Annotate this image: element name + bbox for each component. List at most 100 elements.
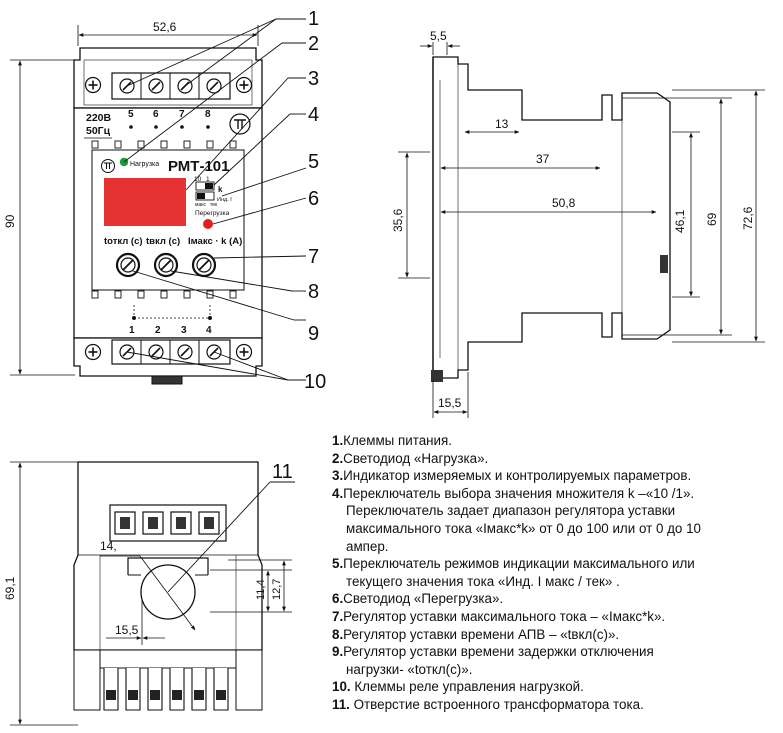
dim-width-label: 52,6 <box>153 20 177 34</box>
legend-text-cont: нагрузки- «tоткл(с)». <box>346 661 473 677</box>
callout-number: 10 <box>304 371 326 393</box>
overload-led-icon <box>203 219 213 229</box>
legend-text: Светодиод «Нагрузка». <box>343 450 489 466</box>
mount-screw-icon <box>84 76 102 94</box>
callout-number: 3 <box>308 68 319 90</box>
legend-text-cont: максимального тока «Iмакс*k» от 0 до 100… <box>346 520 701 536</box>
legend-num: 5. <box>332 556 344 572</box>
mount-screw-icon <box>235 76 253 94</box>
legend-text-cont: ампер. <box>346 538 389 554</box>
load-led-label: Нагрузка <box>130 161 159 168</box>
legend-num: 4. <box>332 485 344 501</box>
legend-text: Клеммы питания. <box>343 433 452 448</box>
legend-item: 10. Клеммы реле управления нагрузкой. <box>332 678 780 696</box>
legend-num: 10. <box>332 679 351 695</box>
knob-imax[interactable] <box>191 252 217 278</box>
callout-number: 11 <box>272 461 293 483</box>
dim-label: 11,4 <box>255 579 267 600</box>
legend-text-cont: текущего значения тока «Инд. I макс / те… <box>346 573 620 589</box>
legend-num: 2. <box>332 450 344 466</box>
callout-number: 7 <box>308 246 319 268</box>
switch-label-1: 1 <box>206 176 210 183</box>
terminal-number: 3 <box>181 325 187 336</box>
legend-text: Регулятор уставки максимального тока – «… <box>343 608 666 624</box>
front-view: 52,6 90 220В 50Гц 5 6 7 8 <box>3 8 326 393</box>
mount-screw-icon <box>84 343 102 361</box>
dim-label: 14, <box>100 539 117 553</box>
legend-item: 4.Переключатель выбора значения множител… <box>332 485 780 555</box>
knob-ton[interactable] <box>153 252 179 278</box>
side-view: 5,5 13 37 50,8 35,6 46,1 69 72,6 15,5 <box>391 29 765 418</box>
legend-text: Регулятор уставки времени задержки отклю… <box>343 644 654 660</box>
dim-height-label: 90 <box>3 214 17 228</box>
legend-item: 6.Светодиод «Перегрузка». <box>332 590 780 608</box>
switch-label-max: макс <box>195 202 206 208</box>
legend-text: Индикатор измеряемых и контролируемых па… <box>343 468 692 484</box>
knob-label-ton: tвкл (с) <box>146 236 180 247</box>
legend-text: Регулятор уставки времени АПВ – «tвкл(с)… <box>343 626 620 642</box>
legend-item: 5.Переключатель режимов индикации максим… <box>332 555 780 590</box>
bottom-view: 69,1 11,4 12,7 14, <box>3 461 295 726</box>
switch-label-k: k <box>218 185 223 194</box>
legend-num: 8. <box>332 626 344 642</box>
mount-screw-icon <box>235 343 253 361</box>
knob-label-toff: tоткл (с) <box>104 236 143 247</box>
dim-label: 15,5 <box>438 396 462 410</box>
switch-label-ind: Инд. I <box>217 197 232 203</box>
knob-toff[interactable] <box>115 252 141 278</box>
nt-logo-small-icon <box>101 159 115 173</box>
callout-number: 5 <box>308 151 319 173</box>
legend-num: 11. <box>332 696 350 712</box>
terminal-number: 7 <box>179 109 185 120</box>
switch-label-tek: тек <box>210 202 218 208</box>
callout-number: 4 <box>308 104 319 126</box>
callout-number: 6 <box>308 188 319 210</box>
legend-num: 9. <box>332 644 344 660</box>
legend-item: 2.Светодиод «Нагрузка». <box>332 450 780 468</box>
dim-label: 35,6 <box>391 208 405 232</box>
dim-label: 69,1 <box>3 576 17 600</box>
legend-num: 1. <box>332 433 344 448</box>
dim-label: 72,6 <box>741 206 755 230</box>
terminal-number: 2 <box>155 325 161 336</box>
dim-label: 15,5 <box>115 623 139 637</box>
freq-label: 50Гц <box>86 125 111 137</box>
terminal-number: 1 <box>129 325 135 336</box>
legend-item: 11. Отверстие встроенного трансформатора… <box>332 696 780 714</box>
dim-label: 69 <box>705 212 719 226</box>
overload-led-label: Перегрузка <box>195 210 230 217</box>
dim-label: 50,8 <box>552 196 576 210</box>
legend-list: 1.Клеммы питания. 2.Светодиод «Нагрузка»… <box>332 432 780 714</box>
terminal-number: 8 <box>205 109 211 120</box>
nt-logo-icon <box>229 113 251 135</box>
switch-label-10: 10 <box>194 176 202 183</box>
legend-text: Переключатель выбора значения множителя … <box>343 485 695 501</box>
dim-label: 12,7 <box>271 579 283 600</box>
dim-label: 46,1 <box>673 209 687 233</box>
dim-label: 13 <box>495 117 509 131</box>
callout-number: 2 <box>308 33 319 55</box>
callout-number: 1 <box>308 8 319 30</box>
legend-item: 7.Регулятор уставки максимального тока –… <box>332 608 780 626</box>
legend-text: Светодиод «Перегрузка». <box>343 591 504 607</box>
legend-text: Отверстие встроенного трансформатора ток… <box>349 696 644 712</box>
legend-num: 6. <box>332 591 344 607</box>
legend-num: 7. <box>332 608 344 624</box>
legend-item: 1.Клеммы питания. <box>332 432 780 450</box>
dim-label: 5,5 <box>430 29 447 43</box>
legend-text-cont: Переключатель задает диапазон регулятора… <box>346 503 676 519</box>
model-name: РМТ-101 <box>168 158 230 175</box>
display-indicator <box>104 178 186 226</box>
terminal-number: 6 <box>153 109 159 120</box>
knob-label-imax: Iмакс · k (A) <box>188 236 242 247</box>
dim-label: 37 <box>536 152 550 166</box>
legend-text: Переключатель режимов индикации максимал… <box>343 556 695 572</box>
voltage-label: 220В <box>86 112 112 124</box>
legend-text: Клеммы реле управления нагрузкой. <box>350 679 584 695</box>
terminal-number: 4 <box>206 325 212 336</box>
legend-item: 3.Индикатор измеряемых и контролируемых … <box>332 467 780 485</box>
legend-item: 9.Регулятор уставки времени задержки отк… <box>332 643 780 678</box>
callout-number: 9 <box>308 323 319 345</box>
legend-item: 8.Регулятор уставки времени АПВ – «tвкл(… <box>332 626 780 644</box>
